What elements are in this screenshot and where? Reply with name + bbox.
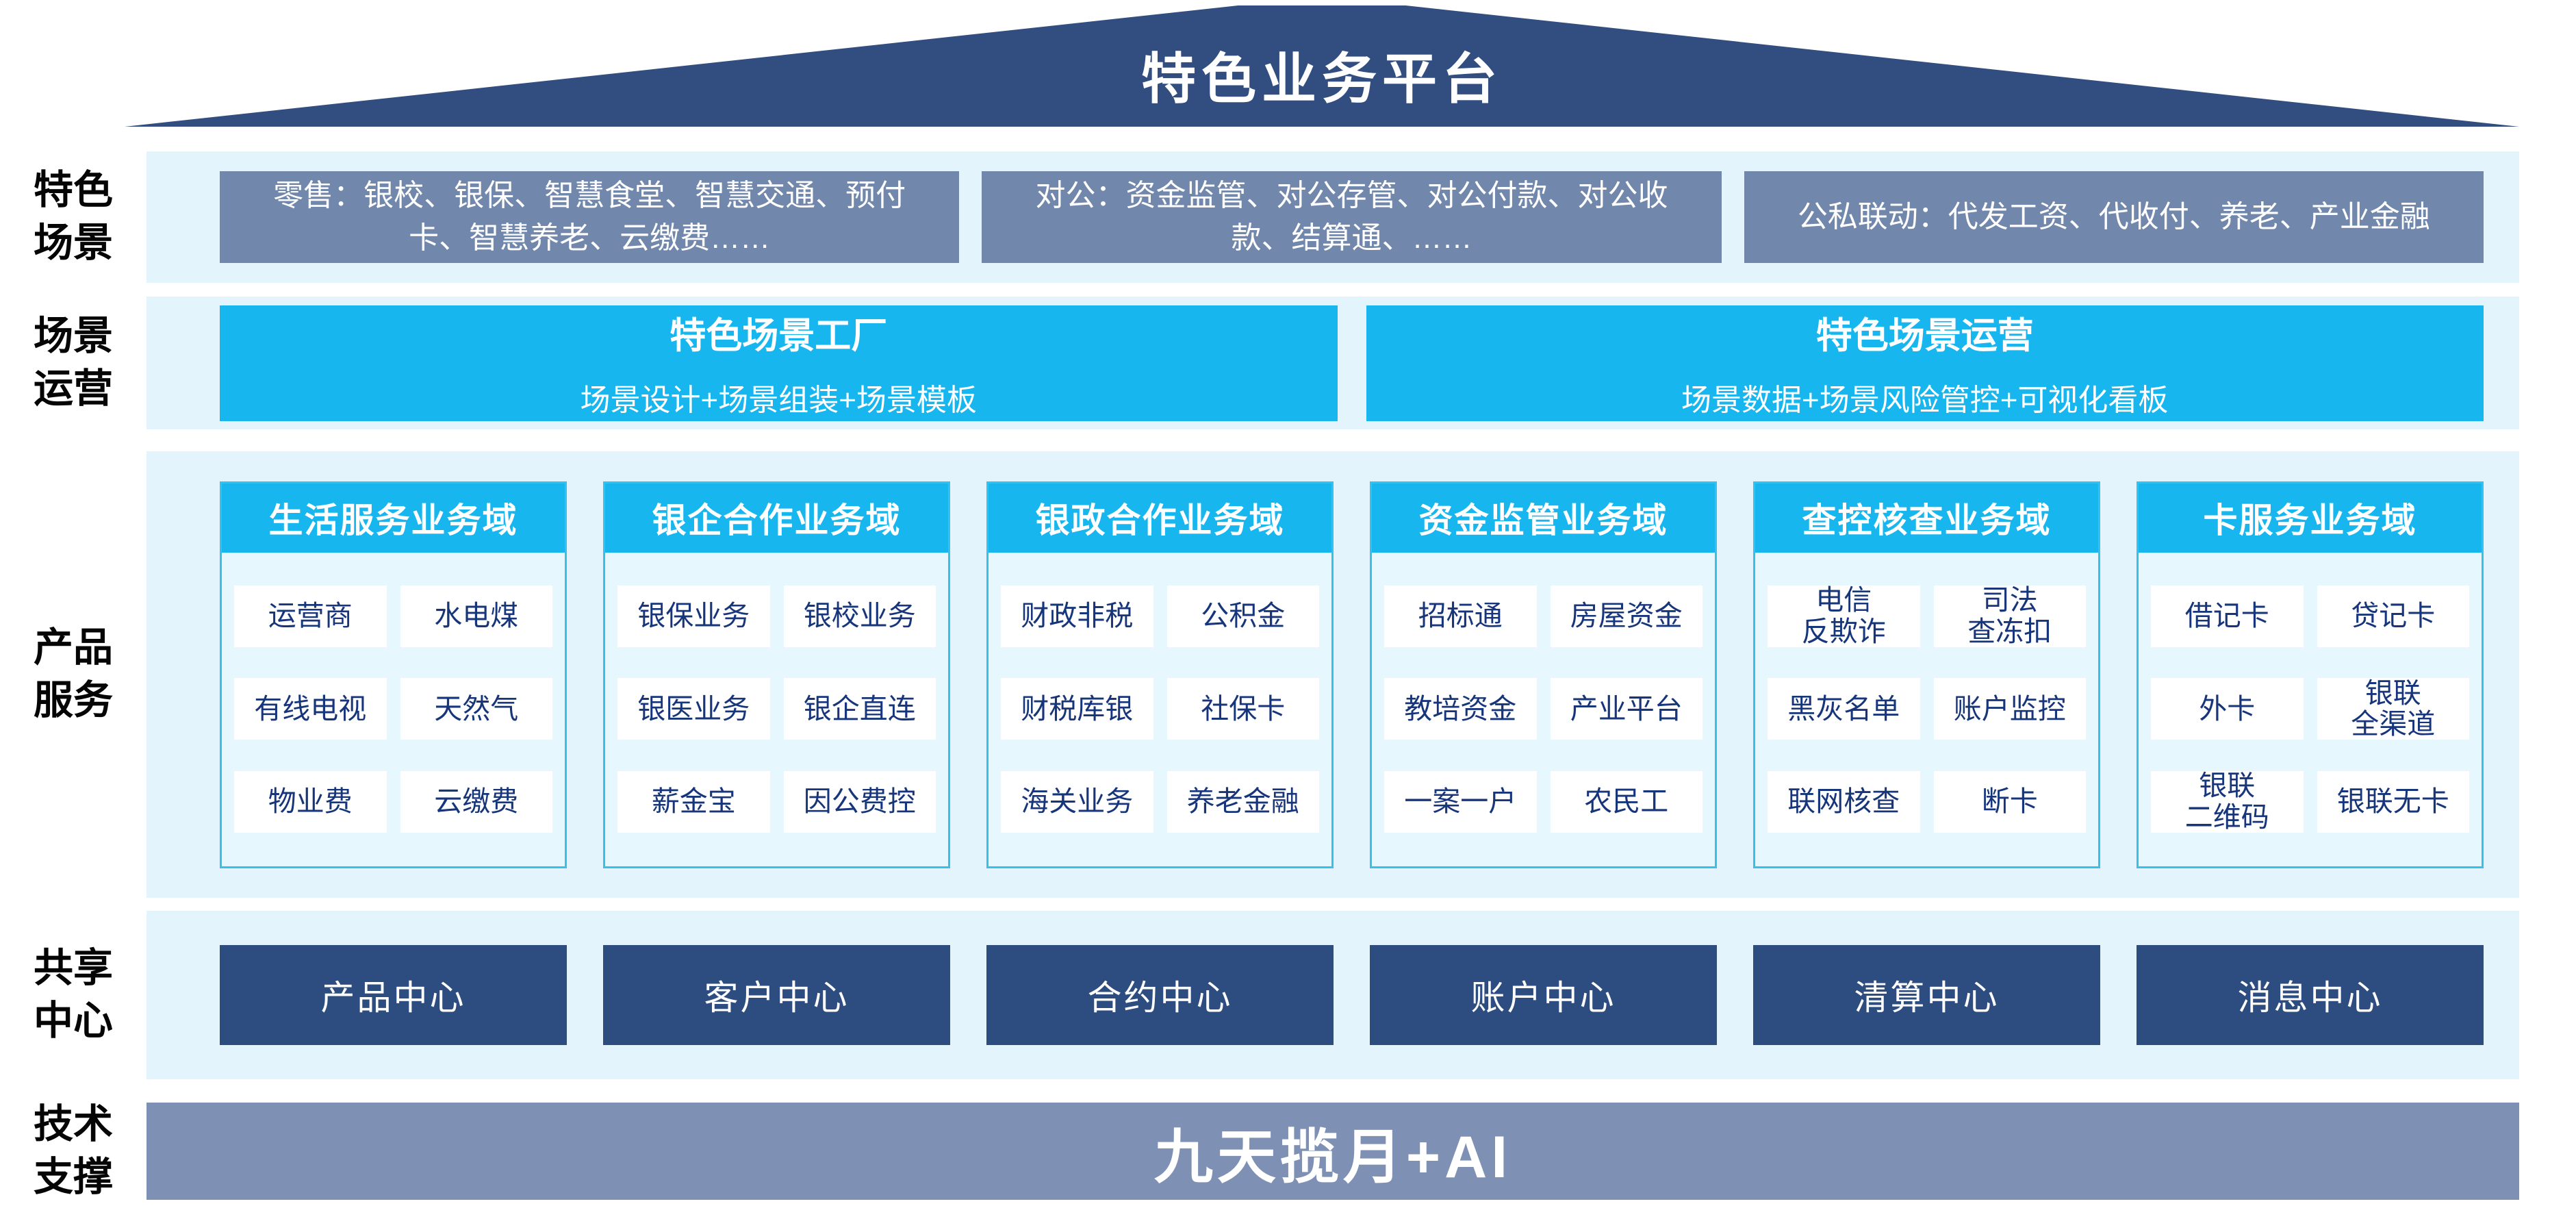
product-column-header: 生活服务业务域 (222, 483, 565, 553)
product-cell: 社保卡 (1166, 678, 1319, 740)
product-column-body: 运营商 水电煤 有线电视 天然气 物业费 云缴费 (222, 553, 565, 866)
product-column-body: 财政非税 公积金 财税库银 社保卡 海关业务 养老金融 (989, 553, 1331, 866)
product-cell: 因公费控 (783, 770, 936, 833)
product-cell: 养老金融 (1166, 770, 1319, 833)
scene-box-corporate: 对公：资金监管、对公存管、对公付款、对公收款、结算通、…… (982, 171, 1722, 263)
product-column-header: 卡服务业务域 (2139, 483, 2482, 553)
product-cell: 断卡 (1933, 770, 2086, 833)
band-product-services: 生活服务业务域 运营商 水电煤 有线电视 天然气 物业费 云缴费 银企合作业务域… (146, 451, 2519, 898)
product-cell: 黑灰名单 (1768, 678, 1920, 740)
product-cell: 公积金 (1166, 586, 1319, 648)
product-cell: 运营商 (234, 586, 387, 648)
product-cell: 财政非税 (1001, 586, 1153, 648)
product-column-inspection-verification: 查控核查业务域 电信 反欺诈 司法 查冻扣 黑灰名单 账户监控 联网核查 断卡 (1753, 481, 2100, 868)
platform-title: 特色业务平台 (1141, 49, 1503, 110)
product-column-header: 资金监管业务域 (1372, 483, 1715, 553)
product-column-fund-supervision: 资金监管业务域 招标通 房屋资金 教培资金 产业平台 一案一户 农民工 (1370, 481, 1717, 868)
row-label-products: 产品 服务 (33, 625, 113, 722)
product-cell: 银联无卡 (2317, 770, 2469, 833)
center-box-customer: 客户中心 (603, 945, 950, 1045)
product-cell: 财税库银 (1001, 678, 1153, 740)
product-cell: 有线电视 (234, 678, 387, 740)
operation-box-subtitle: 场景设计+场景组装+场景模板 (580, 384, 977, 417)
band-sharing-centers: 产品中心 客户中心 合约中心 账户中心 清算中心 消息中心 (146, 911, 2519, 1079)
row-label-tech: 技术 支撑 (33, 1102, 113, 1199)
product-cell: 外卡 (2151, 678, 2304, 740)
product-cell: 银保业务 (617, 586, 770, 648)
operation-box-subtitle: 场景数据+场景风险管控+可视化看板 (1681, 384, 2169, 417)
product-cell: 水电煤 (400, 586, 552, 648)
product-cell: 账户监控 (1933, 678, 2086, 740)
platform-roof-banner: 特色业务平台 (125, 5, 2519, 127)
product-cell: 电信 反欺诈 (1768, 584, 1920, 648)
operation-box-title: 特色场景运营 (1815, 316, 2034, 356)
scene-box-public-private: 公私联动：代发工资、代收付、养老、产业金融 (1744, 171, 2484, 263)
product-cell: 产业平台 (1550, 678, 1703, 740)
product-column-body: 借记卡 贷记卡 外卡 银联 全渠道 银联 二维码 银联无卡 (2139, 553, 2482, 866)
product-cell: 农民工 (1550, 770, 1703, 833)
product-column-header: 银企合作业务域 (605, 483, 948, 553)
product-cell: 贷记卡 (2317, 586, 2469, 648)
scene-box-retail: 零售：银校、银保、智慧食堂、智慧交通、预付卡、智慧养老、云缴费…… (220, 171, 960, 263)
product-column-body: 电信 反欺诈 司法 查冻扣 黑灰名单 账户监控 联网核查 断卡 (1755, 553, 2098, 866)
product-cell: 联网核查 (1768, 770, 1920, 833)
center-box-account: 账户中心 (1370, 945, 1717, 1045)
product-cell: 借记卡 (2151, 586, 2304, 648)
band-feature-scenes: 零售：银校、银保、智慧食堂、智慧交通、预付卡、智慧养老、云缴费…… 对公：资金监… (146, 151, 2519, 283)
product-column-life-services: 生活服务业务域 运营商 水电煤 有线电视 天然气 物业费 云缴费 (220, 481, 567, 868)
product-cell: 天然气 (400, 678, 552, 740)
product-column-card-services: 卡服务业务域 借记卡 贷记卡 外卡 银联 全渠道 银联 二维码 银联无卡 (2137, 481, 2484, 868)
product-column-bank-enterprise: 银企合作业务域 银保业务 银校业务 银医业务 银企直连 薪金宝 因公费控 (603, 481, 950, 868)
product-cell: 银校业务 (783, 586, 936, 648)
product-column-bank-government: 银政合作业务域 财政非税 公积金 财税库银 社保卡 海关业务 养老金融 (986, 481, 1334, 868)
row-label-scenes: 特色 场景 (33, 168, 113, 265)
center-box-contract: 合约中心 (986, 945, 1334, 1045)
product-cell: 海关业务 (1001, 770, 1153, 833)
center-box-message: 消息中心 (2137, 945, 2484, 1045)
product-cell: 银联 二维码 (2151, 770, 2304, 833)
operation-box-scene-factory: 特色场景工厂 场景设计+场景组装+场景模板 (220, 305, 1338, 421)
product-cell: 教培资金 (1384, 678, 1537, 740)
product-cell: 银医业务 (617, 678, 770, 740)
operation-box-scene-operation: 特色场景运营 场景数据+场景风险管控+可视化看板 (1366, 305, 2484, 421)
product-cell: 房屋资金 (1550, 586, 1703, 648)
center-box-clearing: 清算中心 (1753, 945, 2100, 1045)
product-cell: 司法 查冻扣 (1933, 584, 2086, 648)
product-column-header: 银政合作业务域 (989, 483, 1331, 553)
product-cell: 物业费 (234, 770, 387, 833)
product-column-body: 银保业务 银校业务 银医业务 银企直连 薪金宝 因公费控 (605, 553, 948, 866)
product-column-header: 查控核查业务域 (1755, 483, 2098, 553)
product-cell: 云缴费 (400, 770, 552, 833)
product-cell: 一案一户 (1384, 770, 1537, 833)
product-cell: 招标通 (1384, 586, 1537, 648)
product-column-body: 招标通 房屋资金 教培资金 产业平台 一案一户 农民工 (1372, 553, 1715, 866)
product-cell: 银联 全渠道 (2317, 677, 2469, 740)
operation-box-title: 特色场景工厂 (669, 316, 888, 356)
product-cell: 银企直连 (783, 678, 936, 740)
center-box-product: 产品中心 (220, 945, 567, 1045)
band-scene-operation: 特色场景工厂 场景设计+场景组装+场景模板 特色场景运营 场景数据+场景风险管控… (146, 297, 2519, 429)
product-cell: 薪金宝 (617, 770, 770, 833)
row-label-operation: 场景 运营 (33, 314, 113, 411)
row-label-sharing: 共享 中心 (33, 946, 113, 1043)
tech-support-bar: 九天揽月+AI (146, 1103, 2519, 1200)
